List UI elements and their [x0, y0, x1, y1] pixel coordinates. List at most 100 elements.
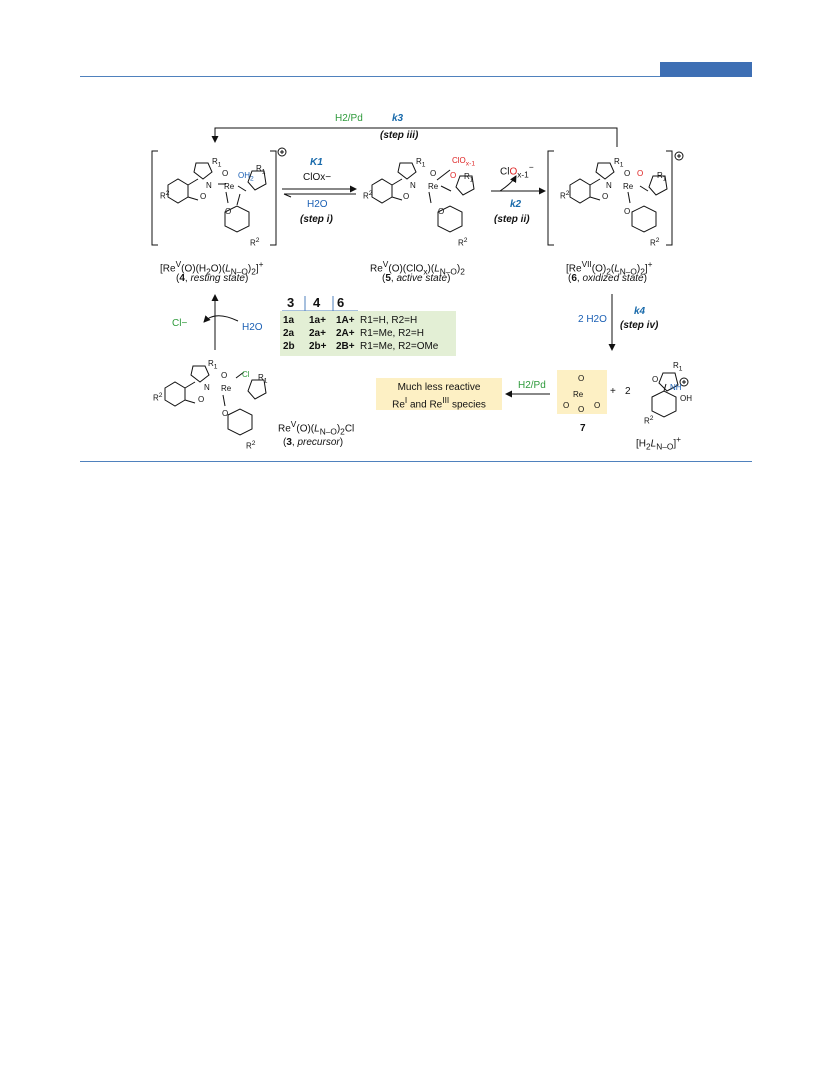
coefficient-2: 2 [625, 386, 631, 397]
s7-o-right: O [594, 401, 601, 410]
s3-cl: Cl [242, 370, 250, 379]
s6-o: O [624, 169, 631, 178]
structure-3 [164, 365, 267, 436]
s5-r2b: R2 [458, 237, 468, 248]
s7-o-bottom: O [578, 405, 585, 414]
s4-o: O [222, 169, 229, 178]
header-rule [80, 76, 752, 77]
lig-r1: R1 [673, 361, 683, 373]
s5-o3: O [438, 207, 445, 216]
s4-n: N [206, 181, 212, 190]
structure-ligand [651, 372, 689, 418]
structure-5 [371, 162, 475, 233]
table-cell: 2b+ [309, 341, 327, 352]
c4-formula: [ReV(O)(H2O)(LN–O)2]+ [160, 259, 264, 277]
step-iv-label: (step iv) [620, 320, 659, 331]
structure-4 [167, 162, 267, 233]
s5-r2a: R2 [363, 190, 373, 201]
two-h2o-label: 2 H2O [578, 314, 607, 325]
c3-formula: ReV(O)(LN–O)2Cl [278, 419, 355, 437]
table-cell: 2a+ [309, 328, 326, 339]
table-cell: 2A+ [336, 328, 355, 339]
s7-o-left: O [563, 401, 570, 410]
s4-oh2: OH2 [238, 171, 254, 183]
step-iii-label: (step iii) [380, 130, 419, 141]
bracket-6 [547, 150, 684, 246]
less-reactive-box: Much less reactive ReI and ReIII species [376, 378, 502, 410]
less-reactive-line2: ReI and ReIII species [392, 395, 486, 411]
s3-o: O [221, 371, 228, 380]
s6-re: Re [623, 182, 634, 191]
s5-o2: O [403, 192, 410, 201]
h2o-step-i: H2O [307, 199, 328, 210]
structure-6 [569, 162, 668, 233]
s3-r2a: R2 [153, 392, 163, 403]
s7-re: Re [573, 390, 584, 399]
table-header-3: 3 [287, 295, 295, 310]
s6-o3: O [624, 207, 631, 216]
header-block [660, 62, 752, 77]
c6-formula: [ReVII(O)2(LN–O)2]+ [566, 259, 653, 277]
bracket-4 [151, 147, 287, 246]
s5-clox: ClOx-1 [452, 156, 476, 168]
cl-minus-label: Cl− [172, 318, 188, 329]
k1-label: K1 [310, 157, 323, 168]
s4-r1a: R1 [212, 157, 222, 169]
s4-r1b: R1 [256, 164, 266, 176]
clox-label: ClOx− [303, 172, 332, 183]
plus-sign: + [610, 386, 616, 397]
table-header-4: 4 [313, 295, 321, 310]
activation-arrow [203, 294, 239, 350]
step-iii-arrow [211, 127, 618, 147]
s6-r1a: R1 [614, 157, 624, 169]
c5-formula: ReV(O)(ClOx)(LN–O)2 [370, 259, 465, 277]
c4-name: (4, resting state) [176, 273, 249, 284]
table-cell: 2b [283, 341, 295, 352]
s6-o-red: O [637, 169, 644, 178]
s5-o-red: O [450, 171, 457, 180]
s4-o2: O [200, 192, 207, 201]
table-cell: 1a+ [309, 315, 326, 326]
s3-r1a: R1 [208, 359, 218, 371]
s3-o3: O [222, 409, 229, 418]
compound-7-box [557, 370, 607, 414]
s5-n: N [410, 181, 416, 190]
table-cell: 1a [283, 315, 295, 326]
table-cell: 2a [283, 328, 295, 339]
s4-o3: O [225, 207, 232, 216]
step-i-label: (step i) [300, 214, 333, 225]
step-ii-label: (step ii) [494, 214, 530, 225]
c6-name: (6, oxidized state) [568, 273, 647, 284]
k4-label: k4 [634, 306, 646, 317]
compound-table [280, 311, 456, 356]
s5-r1a: R1 [416, 157, 426, 169]
s6-o2: O [602, 192, 609, 201]
table-cell: R1=Me, R2=OMe [360, 341, 439, 352]
table-cell: 2B+ [336, 341, 355, 352]
equilibrium-arrows-step-i [282, 185, 357, 198]
s4-re: Re [224, 182, 235, 191]
table-cell: R1=H, R2=H [360, 315, 418, 326]
lig-r2: R2 [644, 415, 654, 426]
bottom-rule [80, 461, 752, 462]
compound-7-label: 7 [580, 423, 586, 434]
lig-nh: NH [670, 383, 682, 392]
c3-name: (3, precursor) [283, 437, 344, 448]
c5-name: (5, active state) [382, 273, 451, 284]
s3-re: Re [221, 384, 232, 393]
lig-o: O [652, 375, 659, 384]
s5-r1b: R1 [464, 172, 474, 184]
h2o-left-label: H2O [242, 322, 263, 333]
table-cell: R1=Me, R2=H [360, 328, 424, 339]
s6-r2b: R2 [650, 237, 660, 248]
top-reagent: H2/Pd [335, 113, 363, 124]
s5-re: Re [428, 182, 439, 191]
s4-r2a: R2 [160, 190, 170, 201]
s6-r1b: R1 [657, 171, 667, 183]
table-cell: 1A+ [336, 315, 355, 326]
s3-o2: O [198, 395, 205, 404]
k2-label: k2 [510, 199, 522, 210]
s3-r2b: R2 [246, 440, 256, 451]
s5-o: O [430, 169, 437, 178]
clox1-out: ClOx-1− [500, 162, 534, 180]
